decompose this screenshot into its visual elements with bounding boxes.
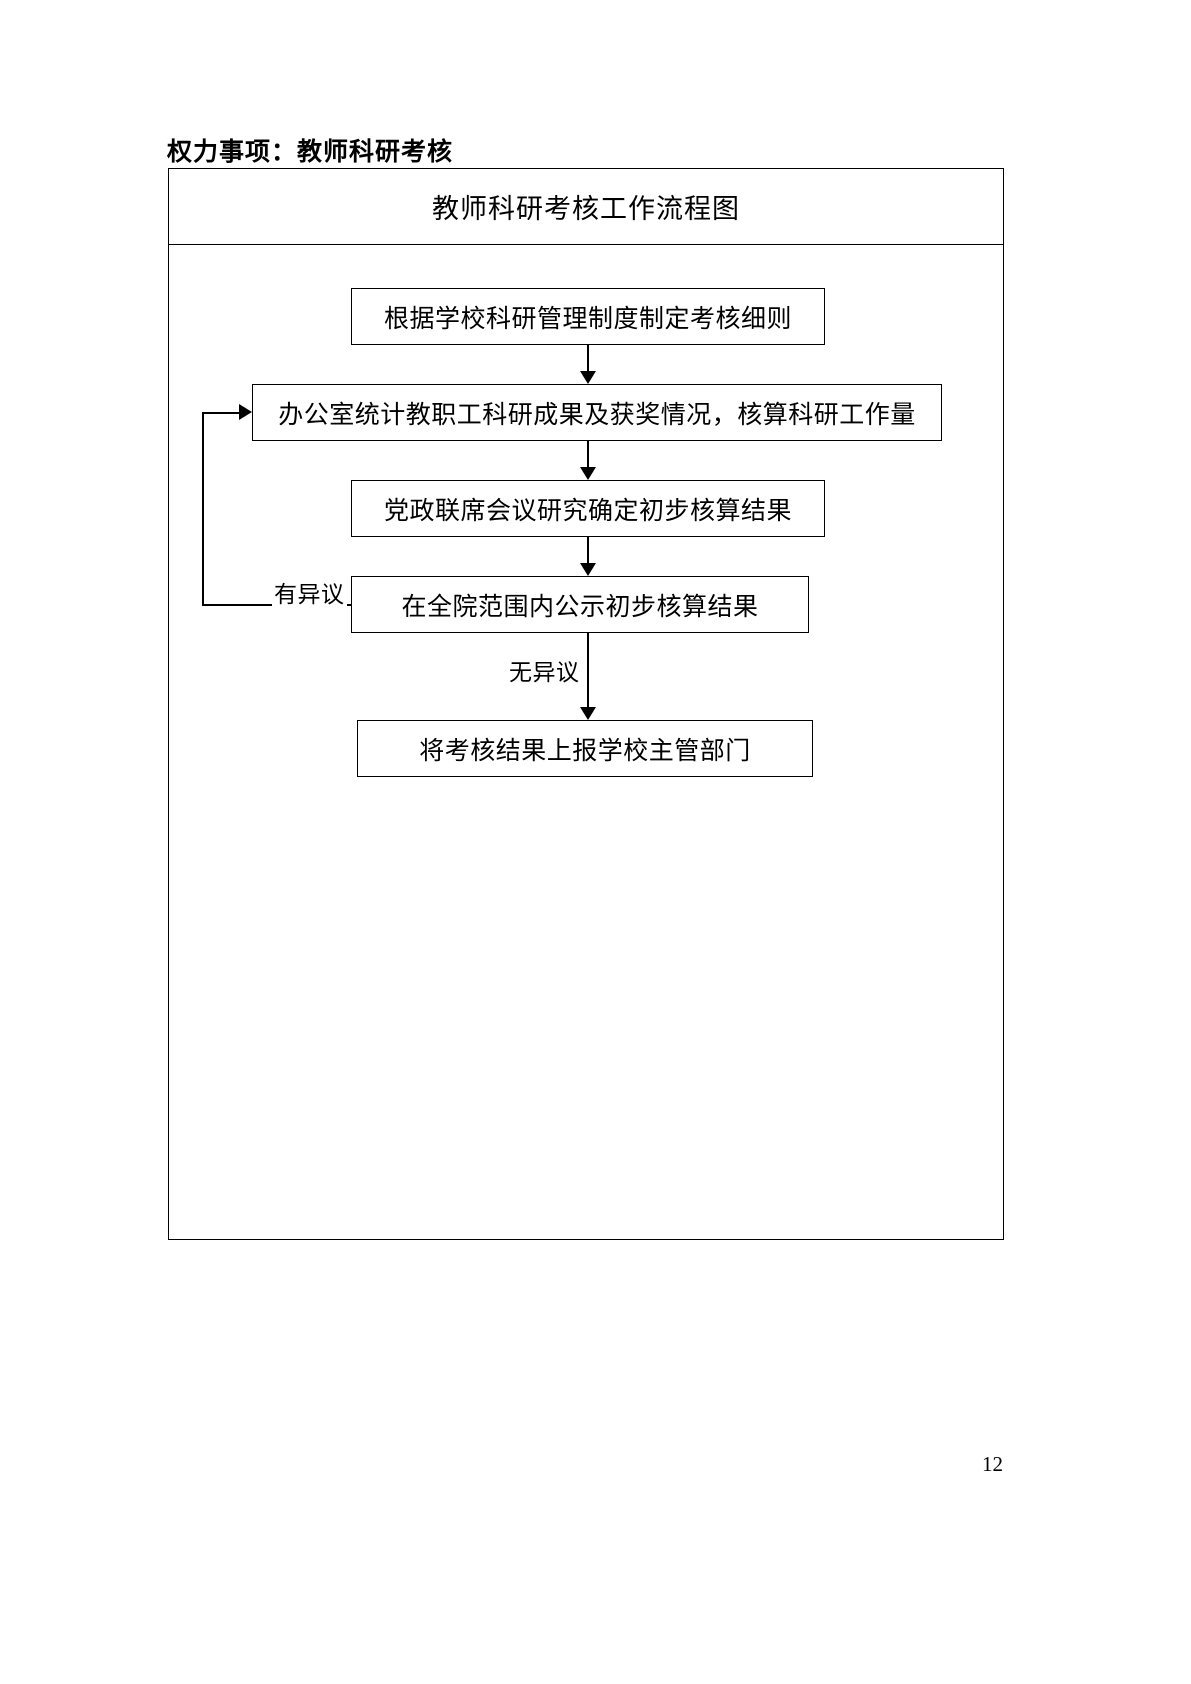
edge-label-objection: 有异议 bbox=[272, 575, 347, 609]
arrow-down-icon-n1-n2 bbox=[580, 371, 596, 384]
connector-n4-n5-line bbox=[587, 633, 589, 707]
connector-n3-n4-line bbox=[587, 537, 589, 563]
flowchart-title-band: 教师科研考核工作流程图 bbox=[169, 169, 1003, 245]
flowchart-title: 教师科研考核工作流程图 bbox=[432, 194, 740, 225]
connector-n2-n3-line bbox=[587, 441, 589, 467]
flow-node-3: 党政联席会议研究确定初步核算结果 bbox=[351, 480, 825, 537]
arrow-down-icon-n3-n4 bbox=[580, 563, 596, 576]
flow-node-4: 在全院范围内公示初步核算结果 bbox=[351, 576, 809, 633]
page-title: 权力事项：教师科研考核 bbox=[167, 137, 454, 166]
flowchart-frame: 教师科研考核工作流程图 根据学校科研管理制度制定考核细则 办公室统计教职工科研成… bbox=[168, 168, 1004, 1240]
arrow-down-icon-n4-n5 bbox=[580, 707, 596, 720]
page-number: 12 bbox=[982, 1452, 1003, 1476]
connector-feedback-vertical bbox=[202, 412, 204, 606]
connector-n1-n2-line bbox=[587, 345, 589, 371]
flow-node-2: 办公室统计教职工科研成果及获奖情况，核算科研工作量 bbox=[252, 384, 942, 441]
connector-feedback-top bbox=[202, 412, 239, 414]
arrow-down-icon-n2-n3 bbox=[580, 467, 596, 480]
flowchart-canvas: 根据学校科研管理制度制定考核细则 办公室统计教职工科研成果及获奖情况，核算科研工… bbox=[169, 245, 1005, 1239]
flow-node-1: 根据学校科研管理制度制定考核细则 bbox=[351, 288, 825, 345]
arrow-right-icon-feedback bbox=[239, 404, 252, 420]
edge-label-no-objection: 无异议 bbox=[507, 653, 582, 687]
flow-node-5: 将考核结果上报学校主管部门 bbox=[357, 720, 813, 777]
